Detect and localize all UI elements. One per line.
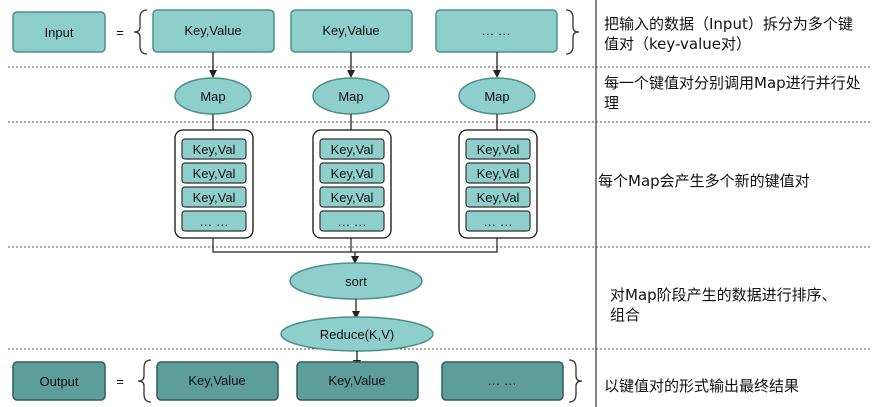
sort-description: 对Map阶段产生的数据进行排序、组合 (610, 286, 837, 324)
sort-label: sort (345, 274, 367, 289)
kv-ellipsis: … … (337, 214, 367, 229)
kv-item-label: Key,Val (477, 190, 520, 205)
kv-ellipsis: … … (199, 214, 229, 229)
kv-item-box (465, 138, 531, 160)
group-description: 每个Map会产生多个新的键值对 (598, 172, 810, 190)
kv-item-box (465, 162, 531, 184)
output-description: 以键值对的形式输出最终结果 (604, 377, 800, 395)
kv-item-box (319, 186, 385, 208)
output-item-label: Key,Value (328, 373, 385, 388)
input-right-brace (565, 9, 580, 55)
map-label: Map (484, 89, 509, 104)
kv-item-label: Key,Val (193, 190, 236, 205)
map-label: Map (200, 89, 225, 104)
output-item-label: … … (487, 373, 517, 388)
output-label: Output (39, 374, 78, 389)
kv-item-box (319, 138, 385, 160)
merge-connector (212, 238, 498, 253)
kv-item-label: Key,Val (331, 166, 374, 181)
kv-item-box (465, 210, 531, 232)
output-left-brace (137, 359, 152, 403)
input-description: 把输入的数据（Input）拆分为多个键值对（key-value对） (604, 15, 853, 53)
output-item-box (156, 361, 279, 401)
kv-item-box (465, 186, 531, 208)
output-item-box (441, 361, 564, 401)
kv-item-label: Key,Val (193, 166, 236, 181)
kv-item-box (319, 210, 385, 232)
kv-item-label: Key,Val (477, 166, 520, 181)
kv-item-box (181, 210, 247, 232)
kv-item-label: Key,Val (331, 190, 374, 205)
input-item-label: Key,Value (322, 23, 379, 38)
input-item-label: Key,Value (184, 23, 241, 38)
input-box (12, 11, 106, 53)
kv-item-box (319, 162, 385, 184)
input-equals: = (116, 25, 124, 40)
kv-item-box (181, 162, 247, 184)
kv-item-label: Key,Val (193, 142, 236, 157)
kv-item-box (181, 138, 247, 160)
input-left-brace (133, 9, 148, 55)
output-right-brace (568, 359, 583, 403)
map-description: 每一个键值对分别调用Map进行并行处理 (604, 74, 861, 112)
kv-item-label: Key,Val (331, 142, 374, 157)
output-box (12, 361, 106, 401)
output-item-label: Key,Value (188, 373, 245, 388)
kv-item-box (181, 186, 247, 208)
input-item-label: … … (481, 23, 511, 38)
output-item-box (296, 361, 419, 401)
reduce-label: Reduce(K,V) (320, 327, 394, 342)
input-label: Input (45, 25, 74, 40)
kv-item-label: Key,Val (477, 142, 520, 157)
output-equals: = (116, 374, 124, 389)
kv-ellipsis: … … (483, 214, 513, 229)
map-label: Map (338, 89, 363, 104)
